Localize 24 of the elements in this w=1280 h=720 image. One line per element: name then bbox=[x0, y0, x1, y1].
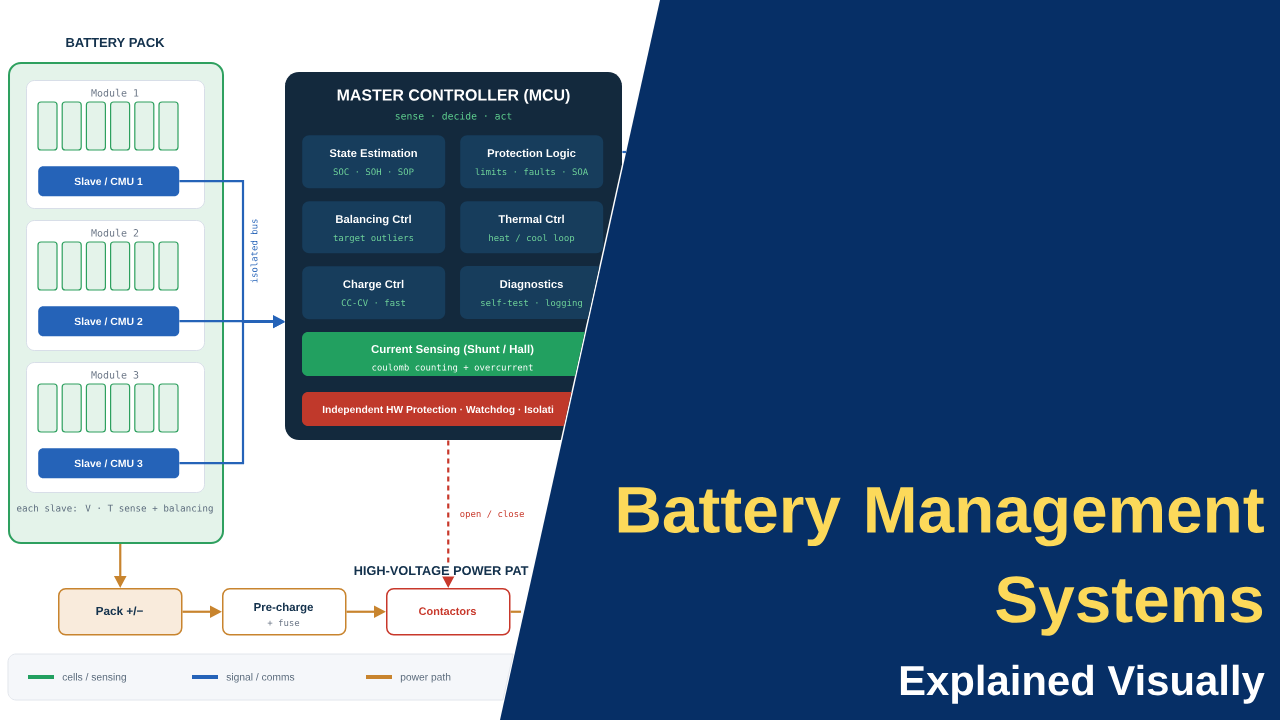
terminal-box: Pack +/− bbox=[58, 588, 183, 636]
section-heading: BATTERY PACK bbox=[66, 37, 165, 48]
note-text: each slave: V · T sense + balancing bbox=[17, 504, 213, 514]
panel-subtitle: sense · decide · act bbox=[395, 112, 512, 120]
precharge-box: Pre-charge + fuse bbox=[222, 588, 347, 636]
sensing-box: Current Sensing (Shunt / Hall) coulomb counting + overcurrent bbox=[302, 332, 585, 376]
contactor-box: Contactors bbox=[386, 588, 511, 636]
edge-label: isolated bus bbox=[249, 217, 259, 285]
function-box: Balancing Ctrl target outliers bbox=[302, 201, 446, 254]
subtitle: Explained Visually bbox=[900, 664, 1265, 704]
panel-title: MASTER CONTROLLER (MCU) bbox=[337, 88, 570, 104]
legend-text: cells / sensing bbox=[62, 673, 126, 683]
function-box: State Estimation SOC · SOH · SOP bbox=[302, 135, 446, 189]
slave-box: Slave / CMU 1 bbox=[38, 166, 180, 197]
protection-bar: Independent HW Protection · Watchdog · Isolati bbox=[302, 392, 572, 426]
legend-text: signal / comms bbox=[226, 673, 295, 683]
function-box: Thermal Ctrl heat / cool loop bbox=[460, 201, 604, 254]
slave-box: Slave / CMU 2 bbox=[38, 306, 180, 337]
function-box: Protection Logic limits · faults · SOA bbox=[460, 135, 604, 189]
function-box: Charge Ctrl CC-CV · fast bbox=[302, 266, 446, 320]
slave-box: Slave / CMU 3 bbox=[38, 448, 180, 479]
function-box: Diagnostics self-test · logging bbox=[460, 266, 600, 319]
legend-text: power path bbox=[400, 673, 451, 683]
title: Battery Management Systems bbox=[618, 487, 1264, 636]
